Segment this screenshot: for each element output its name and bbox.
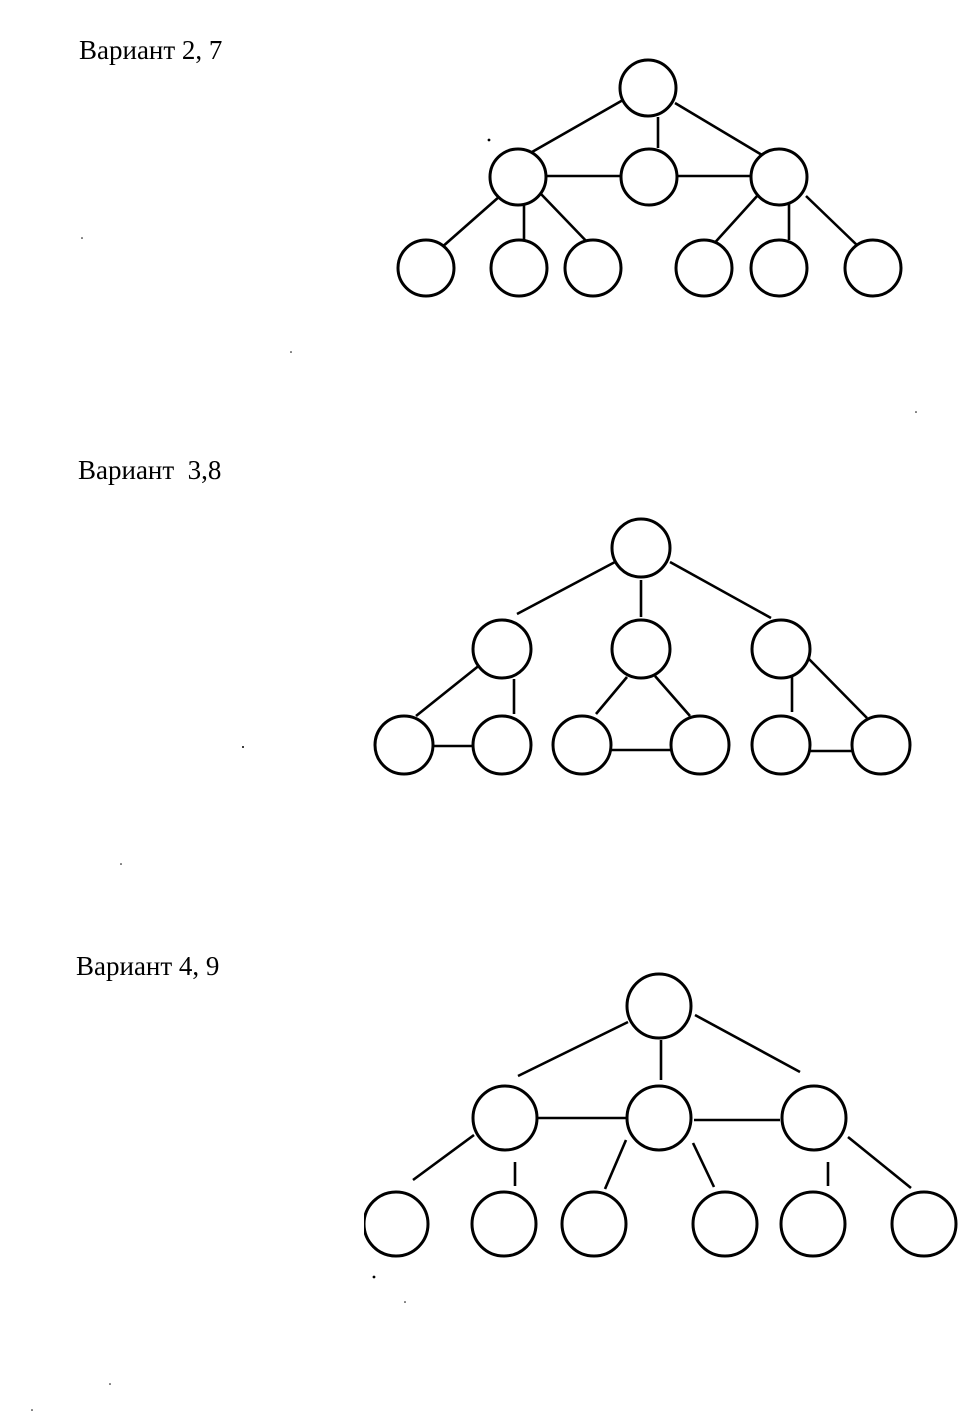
node bbox=[850, 714, 912, 776]
node-root bbox=[618, 58, 678, 118]
node bbox=[610, 618, 672, 680]
node bbox=[625, 1084, 693, 1152]
node bbox=[669, 714, 731, 776]
edge bbox=[847, 1135, 912, 1190]
node bbox=[396, 238, 456, 298]
node bbox=[560, 1190, 628, 1258]
edge bbox=[517, 1020, 629, 1078]
speck bbox=[372, 1275, 376, 1279]
edges bbox=[412, 1013, 912, 1190]
edge bbox=[805, 655, 868, 719]
edge bbox=[709, 194, 759, 249]
edge bbox=[412, 1133, 475, 1182]
node bbox=[551, 714, 613, 776]
node bbox=[750, 618, 812, 680]
edge bbox=[603, 1139, 628, 1190]
edge bbox=[694, 1013, 801, 1074]
variant-label-3-8: Вариант 3,8 bbox=[78, 455, 222, 485]
edge bbox=[531, 98, 624, 154]
speck bbox=[242, 746, 244, 748]
node bbox=[843, 238, 903, 298]
speck bbox=[120, 863, 122, 865]
edge bbox=[674, 101, 763, 157]
scan-clip-mask bbox=[0, 1185, 364, 1265]
speck bbox=[290, 351, 292, 353]
edge bbox=[415, 662, 482, 718]
node bbox=[470, 1190, 538, 1258]
edge bbox=[691, 1142, 716, 1188]
variant-label-2-7: Вариант 2, 7 bbox=[79, 35, 223, 65]
edges bbox=[415, 560, 868, 753]
node bbox=[674, 238, 734, 298]
node bbox=[373, 714, 435, 776]
node bbox=[890, 1190, 958, 1258]
edge bbox=[805, 195, 861, 249]
speck bbox=[487, 138, 491, 142]
edge bbox=[654, 675, 691, 717]
node bbox=[749, 238, 809, 298]
speck bbox=[404, 1301, 406, 1303]
nodes bbox=[373, 517, 912, 776]
edge bbox=[516, 560, 616, 616]
node bbox=[780, 1084, 848, 1152]
speck bbox=[915, 411, 917, 413]
speck bbox=[31, 1409, 33, 1411]
edge bbox=[540, 193, 591, 246]
edges bbox=[440, 98, 861, 249]
node bbox=[489, 238, 549, 298]
node-root bbox=[625, 972, 693, 1040]
node bbox=[563, 238, 623, 298]
node bbox=[749, 147, 809, 207]
speck bbox=[81, 237, 83, 239]
node bbox=[779, 1190, 847, 1258]
node bbox=[471, 1084, 539, 1152]
node bbox=[691, 1190, 759, 1258]
node bbox=[471, 618, 533, 680]
node bbox=[488, 147, 548, 207]
edge bbox=[440, 195, 501, 249]
node bbox=[750, 714, 812, 776]
node-root bbox=[610, 517, 672, 579]
edge bbox=[669, 560, 772, 620]
variant-label-4-9: Вариант 4, 9 bbox=[76, 951, 220, 981]
edge bbox=[595, 676, 628, 715]
node bbox=[619, 147, 679, 207]
node bbox=[471, 714, 533, 776]
nodes bbox=[362, 972, 958, 1258]
nodes bbox=[396, 58, 903, 298]
speck bbox=[109, 1383, 111, 1385]
